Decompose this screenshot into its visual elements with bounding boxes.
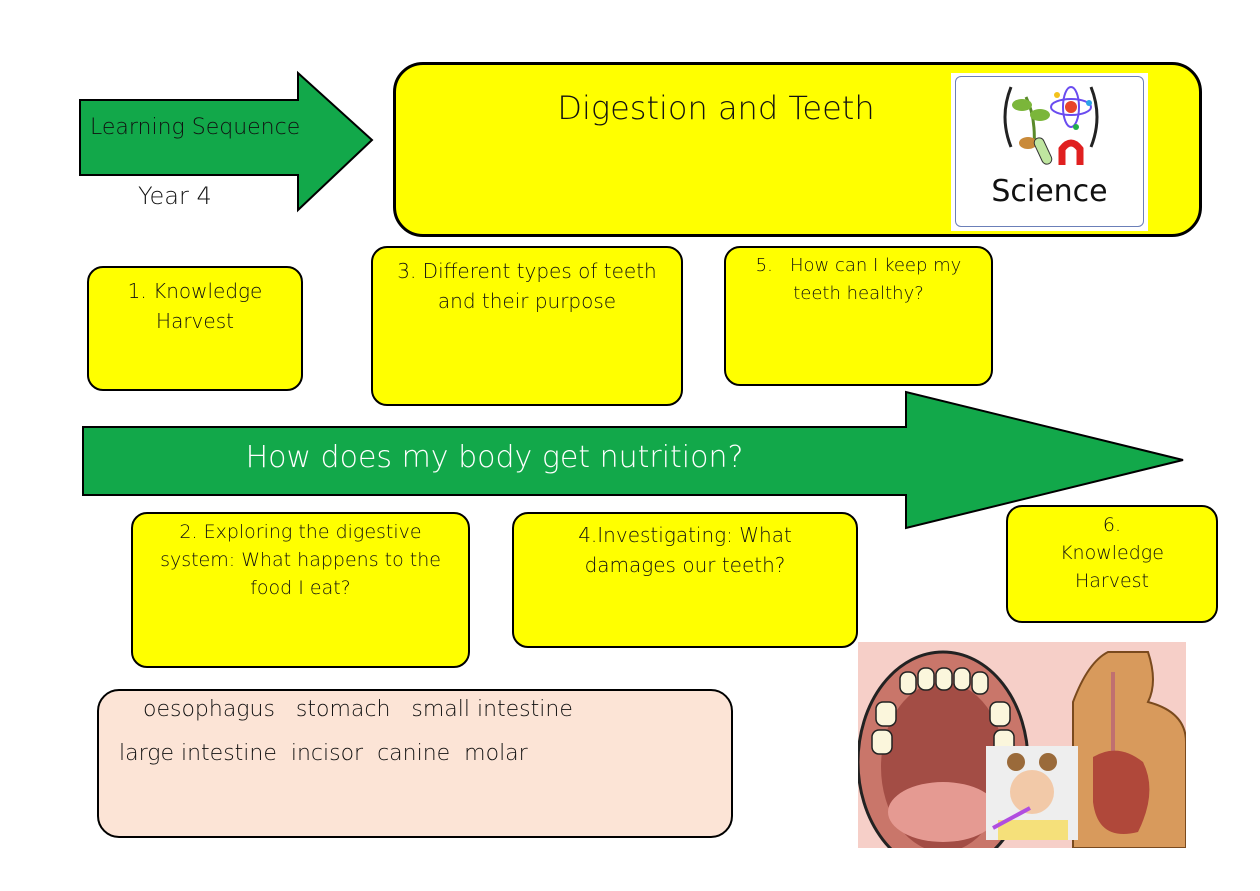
lesson-5-label: 5. How can I keep my teeth healthy? (755, 255, 968, 304)
lesson-2-label: 2. Exploring the digestive system: What … (160, 521, 441, 599)
lesson-1-label: 1. Knowledge Harvest (127, 279, 263, 333)
lesson-6-label: 6. Knowledge Harvest (1060, 514, 1170, 592)
lesson-5-box: 5. How can I keep my teeth healthy? (724, 246, 993, 386)
lesson-3-label: 3. Different types of teeth and their pu… (397, 259, 657, 313)
year-label: Year 4 (138, 182, 212, 210)
lesson-2-box: 2. Exploring the digestive system: What … (131, 512, 470, 668)
vocabulary-line-1: oesophagus stomach small intestine (143, 697, 573, 722)
page-title: Digestion and Teeth (557, 89, 875, 127)
vocabulary-box: oesophagus stomach small intestine large… (97, 689, 733, 838)
main-question: How does my body get nutrition? (245, 440, 744, 475)
sequence-label: Learning Sequence (90, 115, 301, 140)
main-question-arrow (82, 390, 1184, 530)
lesson-3-box: 3. Different types of teeth and their pu… (371, 246, 683, 406)
science-logo: Science (951, 73, 1148, 231)
learning-sequence-arrow (79, 70, 374, 213)
lesson-6-box: 6. Knowledge Harvest (1006, 505, 1218, 623)
science-logo-text: Science (991, 174, 1108, 209)
teeth-digestion-image (858, 642, 1186, 848)
vocabulary-line-2: large intestine incisor canine molar (119, 741, 528, 766)
mouth-and-body-illustration (858, 650, 1186, 848)
lesson-4-box: 4.Investigating: What damages our teeth? (512, 512, 858, 648)
title-box: Digestion and Teeth Science (393, 62, 1202, 237)
lesson-4-label: 4.Investigating: What damages our teeth? (578, 523, 792, 577)
science-icon (1003, 86, 1099, 165)
lesson-1-box: 1. Knowledge Harvest (87, 266, 303, 391)
